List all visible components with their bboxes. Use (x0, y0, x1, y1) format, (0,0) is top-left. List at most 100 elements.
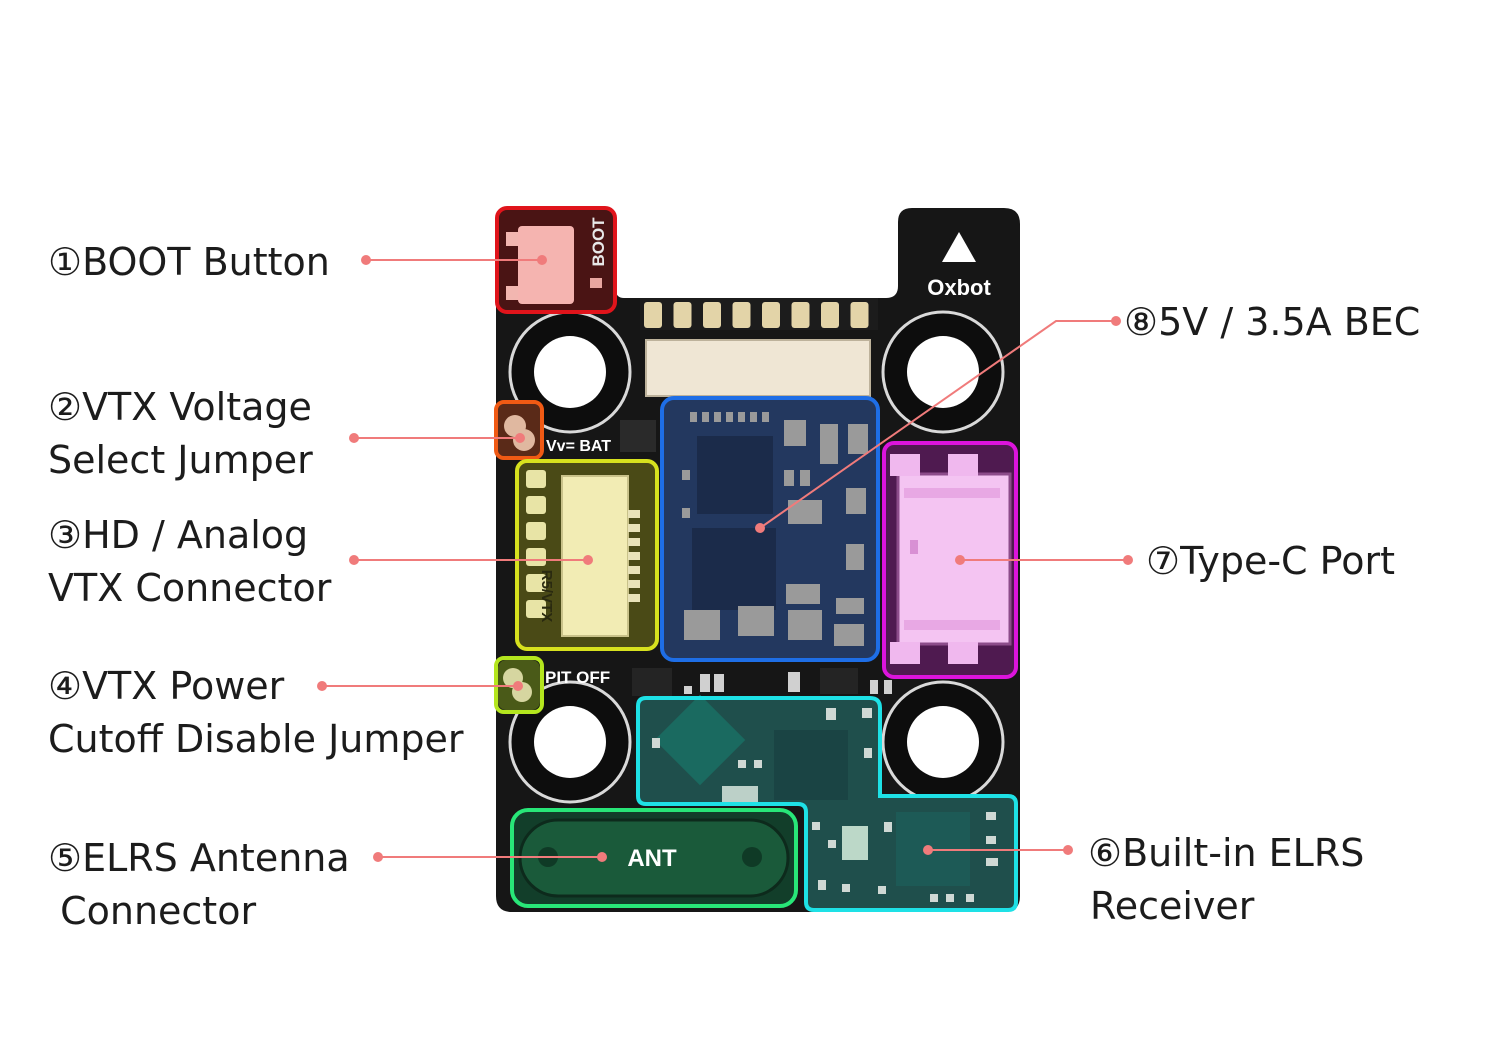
elrs-component (986, 812, 996, 820)
r5-vtx-label: R5/VTX (538, 570, 555, 623)
vtx-pad (526, 548, 546, 566)
callout-vtx-connector-line2: VTX Connector (48, 566, 332, 610)
elrs-component (842, 884, 850, 892)
bec-component (846, 544, 864, 570)
bec-component (684, 610, 720, 640)
pit-off-label: PIT OFF (545, 668, 610, 687)
elrs-component (826, 708, 836, 720)
boot-button-area: BOOT (498, 210, 614, 310)
callout-vtx-voltage-line1: ②VTX Voltage (48, 385, 312, 429)
elrs-receiver (638, 694, 1016, 910)
elrs-component (754, 760, 762, 768)
header-pad (762, 302, 780, 328)
vtx-pin (628, 510, 640, 518)
callout-vtx-power-line2: Cutoff Disable Jumper (48, 717, 464, 761)
bec-pin (750, 412, 757, 422)
leader-lines (317, 255, 1133, 862)
type-c-port[interactable] (884, 444, 1016, 676)
vtx-pad (526, 470, 546, 488)
mount-hole-bottom-right (881, 680, 1005, 804)
vtx-connector-housing (561, 475, 629, 637)
callout-vtx-voltage-line2: Select Jumper (48, 438, 313, 482)
vtx-connector-outline (515, 459, 659, 651)
oxbot-logo: Oxbot (927, 232, 991, 300)
callout-type-c-port: ⑦Type-C Port (1146, 539, 1395, 583)
leader-dot-bec (1111, 316, 1121, 326)
antenna-connector[interactable]: ANT (512, 810, 796, 906)
vtx-voltage-outline (494, 400, 544, 460)
elrs-outline (636, 696, 1018, 912)
bec-component (788, 500, 822, 524)
elrs-component (930, 894, 938, 902)
elrs-component (818, 880, 826, 890)
header-pad (703, 302, 721, 328)
elrs-component (738, 760, 746, 768)
boot-button[interactable] (518, 226, 574, 304)
top-pin-header (640, 298, 878, 397)
bec-pin (714, 412, 721, 422)
bec-pin (738, 412, 745, 422)
leader-dot-boot (361, 255, 371, 265)
leader-dot-vtx-connector (349, 555, 359, 565)
elrs-component (862, 708, 872, 718)
callout-antenna-line2: Connector (48, 889, 256, 933)
header-pad (821, 302, 839, 328)
flight-board: Oxbot BOOT (494, 206, 1020, 912)
logo-triangle-icon (942, 232, 976, 262)
elrs-component (828, 840, 836, 848)
bec-component (784, 420, 806, 446)
bec-component (836, 598, 864, 614)
vv-bat-label: Vv= BAT (546, 438, 611, 455)
elrs-component (878, 886, 886, 894)
header-pad (791, 302, 810, 328)
bec-component (800, 470, 810, 486)
elrs-component (864, 748, 872, 758)
callout-elrs-line2: Receiver (1090, 884, 1255, 928)
vtx-pad (526, 522, 546, 540)
bec-component (848, 424, 868, 454)
leader-dot-pit-off (317, 681, 327, 691)
vtx-pin (628, 580, 640, 588)
mount-hole-top-right (881, 310, 1005, 434)
elrs-component (986, 858, 998, 866)
ant-label: ANT (627, 845, 677, 872)
leader-dot-elrs (1063, 845, 1073, 855)
callout-boot-button: ①BOOT Button (48, 240, 330, 284)
small-ic (620, 420, 656, 452)
callout-elrs-line1: ⑥Built-in ELRS (1088, 831, 1364, 875)
elrs-component (986, 836, 996, 844)
bec-component (738, 606, 774, 636)
vtx-pin (628, 566, 640, 574)
elrs-component (812, 822, 820, 830)
callout-bec: ⑧5V / 3.5A BEC (1124, 300, 1420, 344)
elrs-component (652, 738, 660, 748)
leader-dot-type-c (1123, 555, 1133, 565)
header-pad (732, 302, 751, 328)
vtx-pin (628, 538, 640, 546)
bec-pin (702, 412, 709, 422)
bec-outline (660, 396, 880, 662)
header-pad (644, 302, 662, 328)
mount-hole-top-left (508, 310, 632, 434)
vtx-pad (526, 600, 546, 618)
boot-silkscreen: BOOT (589, 217, 608, 267)
vtx-pad (526, 574, 546, 592)
leader-dot-vtx-voltage (349, 433, 359, 443)
elrs-component (946, 894, 954, 902)
bec-component (682, 508, 690, 518)
vtx-voltage-jumper: Vv= BAT (498, 404, 611, 456)
callout-vtx-power-line1: ④VTX Power (48, 664, 285, 708)
bec-component (788, 610, 822, 640)
vtx-connector: R5/VTX (518, 462, 656, 648)
bec-component (682, 470, 690, 480)
bec-pin (726, 412, 733, 422)
bec-pin (762, 412, 769, 422)
elrs-component (884, 822, 892, 832)
callout-vtx-connector-line1: ③HD / Analog (48, 513, 308, 557)
bec-component (820, 424, 838, 464)
brand-name: Oxbot (927, 275, 991, 300)
bec-module (662, 398, 878, 660)
callouts: ①BOOT Button ②VTX Voltage Select Jumper … (48, 240, 1420, 933)
header-pad (850, 302, 869, 328)
